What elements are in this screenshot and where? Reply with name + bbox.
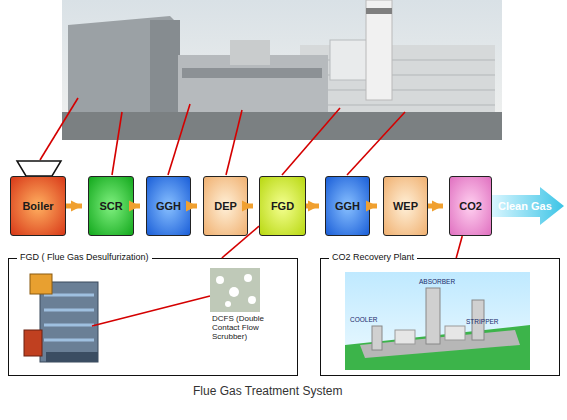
photo-building: [150, 20, 180, 118]
flow-arrow: [134, 204, 140, 209]
process-box: SCR: [88, 176, 134, 236]
froth-bubble: [229, 287, 239, 297]
boiler-hopper: [17, 161, 61, 176]
froth-bubble: [248, 296, 256, 304]
output-arrow: Clean Gas: [492, 187, 564, 225]
process-box: FGD: [259, 176, 306, 236]
plant-building: [395, 330, 415, 344]
leader-line: [456, 236, 462, 258]
cooler-tower: [372, 326, 382, 350]
node-text: Boiler: [22, 200, 53, 212]
flow-arrow: [191, 204, 197, 209]
process-box: GGH: [325, 176, 370, 236]
process-box: CO2: [449, 176, 492, 236]
plant-sky: [345, 272, 530, 370]
node-text: CO2 Recovery Plant: [329, 252, 417, 262]
photo-sky: [62, 0, 502, 140]
froth-bubble: [216, 276, 224, 284]
photo-structure: [230, 40, 270, 65]
leader-line: [282, 108, 340, 175]
scrubber-stages: [44, 295, 94, 340]
photo-building-lines: [300, 60, 495, 105]
leader-line: [92, 296, 210, 326]
leader-line: [168, 104, 190, 175]
photo-building: [68, 16, 180, 118]
froth-photo: [210, 268, 260, 312]
photo-ground: [62, 112, 502, 140]
leader-line: [40, 98, 78, 160]
equipment-label: STRIPPER: [466, 318, 506, 325]
process-box: Boiler: [10, 176, 66, 236]
froth-bubble: [244, 274, 252, 282]
scrubber-base: [46, 352, 98, 362]
froth-bubbles: [216, 274, 256, 307]
arrow-shape: [492, 187, 564, 225]
scrubber-duct: [30, 274, 52, 294]
process-box: GGH: [146, 176, 191, 236]
photo-duct: [182, 68, 322, 78]
photo-chimney-band: [366, 8, 392, 14]
flow-arrow: [428, 204, 443, 209]
node-text: FGD ( Flue Gas Desulfurization): [17, 252, 152, 262]
leader-line: [112, 112, 122, 175]
photo-building: [300, 45, 495, 120]
leader-line: [347, 112, 405, 175]
node-text: CO2: [459, 200, 482, 212]
plant-building: [445, 326, 465, 340]
leader-line: [222, 226, 259, 258]
photo-chimney: [366, 0, 392, 100]
flow-arrow: [370, 204, 377, 209]
leader-line: [226, 110, 242, 175]
process-box: WEP: [383, 176, 428, 236]
node-text: GGH: [335, 200, 360, 212]
node-text: WEP: [393, 200, 418, 212]
process-box: DEP: [203, 176, 248, 236]
figure-caption: Flue Gas Treatment System: [193, 384, 342, 398]
node-text: Clean Gas: [492, 200, 552, 212]
froth-bubble: [225, 301, 231, 307]
leader-lines: [40, 98, 405, 175]
absorber-tower: [426, 288, 440, 344]
scrubber-inlet: [24, 330, 42, 356]
flow-arrow: [306, 204, 319, 209]
node-text: FGD: [271, 200, 294, 212]
flow-arrow: [66, 204, 82, 209]
node-text: DEP: [214, 200, 237, 212]
part-label: DCFS (Double Contact Flow Scrubber): [212, 314, 292, 342]
equipment-label: COOLER: [350, 316, 390, 323]
node-text: GGH: [156, 200, 181, 212]
node-text: SCR: [99, 200, 122, 212]
flow-arrow: [248, 204, 253, 209]
equipment-label: ABSORBER: [419, 278, 459, 285]
